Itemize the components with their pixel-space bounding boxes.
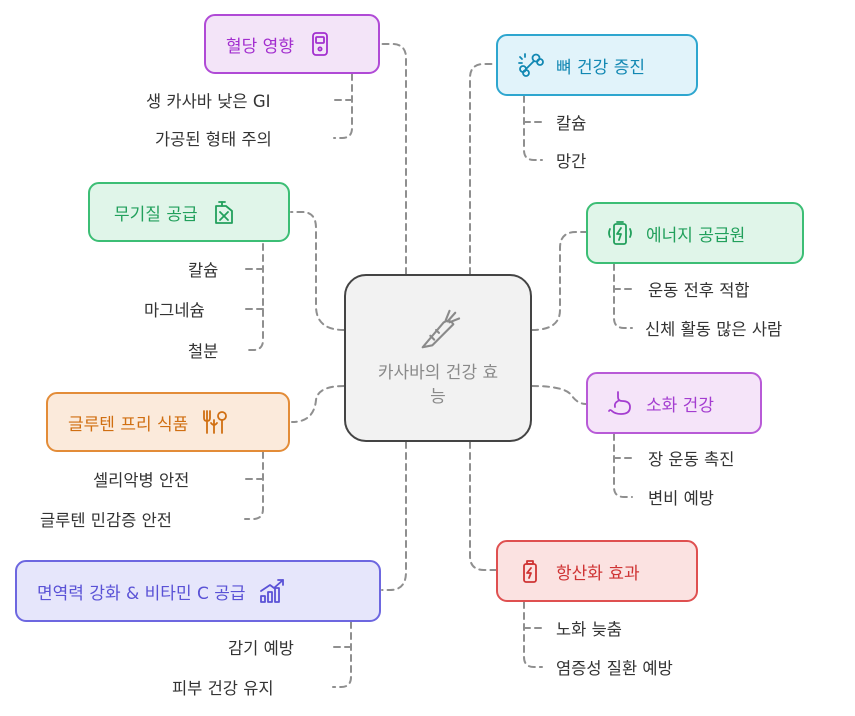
leaf-item: 노화 늦춤 — [556, 620, 622, 639]
branch-digestion: 소화 건강 — [586, 372, 762, 434]
branch-label: 무기질 공급 — [114, 204, 198, 225]
branch-label: 혈당 영향 — [226, 36, 294, 57]
center-topic: 카사바의 건강 효능 — [344, 274, 532, 442]
branch-immunity: 면역력 강화 & 비타민 C 공급 — [15, 560, 381, 622]
branch-label: 에너지 공급원 — [646, 225, 746, 246]
branch-energy: 에너지 공급원 — [586, 202, 804, 264]
center-title: 카사바의 건강 효능 — [377, 363, 499, 407]
leaf-item: 가공된 형태 주의 — [155, 130, 272, 149]
branch-label: 글루텐 프리 식품 — [68, 414, 189, 435]
leaf-item: 글루텐 민감증 안전 — [40, 511, 172, 530]
branch-minerals: 무기질 공급 — [88, 182, 290, 242]
carrot-icon — [421, 309, 461, 349]
stomach-icon — [608, 391, 631, 415]
branch-gluten-free: 글루텐 프리 식품 — [46, 392, 290, 452]
branch-blood-sugar: 혈당 영향 — [204, 14, 380, 74]
leaf-item: 마그네슘 — [144, 301, 205, 320]
energy-drink-icon — [523, 560, 537, 583]
branch-label: 소화 건강 — [646, 395, 714, 416]
leaf-item: 망간 — [556, 152, 587, 171]
leaf-item: 피부 건강 유지 — [172, 679, 274, 698]
leaf-item: 칼슘 — [188, 261, 219, 280]
leaf-item: 셀리악병 안전 — [93, 471, 190, 490]
branch-label: 항산화 효과 — [556, 563, 640, 584]
leaf-item: 염증성 질환 예방 — [556, 659, 673, 678]
leaf-item: 운동 전후 적합 — [648, 281, 750, 300]
branch-antioxidant: 항산화 효과 — [496, 540, 698, 602]
glucose-meter-icon — [312, 32, 328, 56]
leaf-item: 감기 예방 — [228, 639, 294, 658]
branch-label: 뼈 건강 증진 — [556, 57, 646, 78]
leaf-item: 장 운동 촉진 — [648, 450, 735, 469]
battery-icon — [608, 221, 632, 245]
leaf-item: 생 카사바 낮은 GI — [146, 92, 271, 111]
utensils-icon — [203, 410, 228, 434]
growth-chart-icon — [259, 579, 284, 603]
leaf-item: 신체 활동 많은 사람 — [645, 320, 783, 339]
branch-bone: 뼈 건강 증진 — [496, 34, 698, 96]
fuel-can-icon — [214, 201, 233, 224]
branch-label: 면역력 강화 & 비타민 C 공급 — [37, 583, 246, 604]
leaf-item: 칼슘 — [556, 114, 587, 133]
leaf-item: 변비 예방 — [648, 489, 714, 508]
leaf-item: 철분 — [188, 342, 219, 361]
bone-icon — [518, 53, 544, 77]
